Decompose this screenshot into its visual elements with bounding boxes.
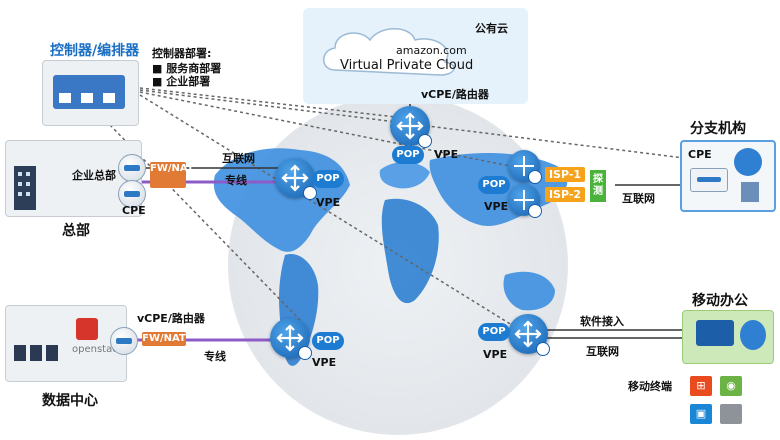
cloud-router-label: vCPE/路由器 xyxy=(421,88,489,101)
server-rack-icon xyxy=(14,345,58,361)
hq-building-icon xyxy=(14,166,36,210)
router-icon-east-top xyxy=(508,150,542,184)
enterprise-hq-label: 企业总部 xyxy=(72,169,116,182)
branch-building-icon xyxy=(741,182,759,202)
deploy-item-1: ■ 服务商部署 xyxy=(152,62,222,75)
branch-cpe-label: CPE xyxy=(688,148,712,161)
mobile-title: 移动办公 xyxy=(692,293,748,309)
windows-phone-icon: ▣ xyxy=(690,404,712,424)
branch-user-icon xyxy=(734,148,762,176)
vpe-label-southwest: VPE xyxy=(312,356,337,369)
hq-cpe-top-icon xyxy=(118,154,146,182)
vpe-label-cloud: VPE xyxy=(434,148,459,161)
mobile-user-icon xyxy=(740,320,766,350)
dc-cpe-icon xyxy=(110,327,138,355)
vpe-label-west: VPE xyxy=(316,196,341,209)
openstack-logo-icon xyxy=(76,318,98,340)
pop-badge-cloud: POP xyxy=(392,146,424,164)
mobile-internet-label: 互联网 xyxy=(586,345,619,358)
datacenter-panel xyxy=(5,305,127,382)
dc-private-line-label: 专线 xyxy=(204,350,226,363)
hq-fw-tag: FW/NAT xyxy=(150,162,194,188)
hq-title: 总部 xyxy=(62,223,90,239)
pop-badge-west: POP xyxy=(312,170,344,188)
cloud-shape xyxy=(323,28,455,76)
controller-title: 控制器/编排器 xyxy=(50,43,140,59)
router-icon-west xyxy=(275,158,317,200)
hq-internet-label: 互联网 xyxy=(222,152,255,165)
hq-private-line-label: 专线 xyxy=(225,174,247,187)
pop-badge-southeast: POP xyxy=(478,323,510,341)
apple-icon xyxy=(720,404,742,424)
hq-cpe-bottom-icon xyxy=(118,180,146,208)
windows-icon: ⊞ xyxy=(690,376,712,396)
probe-tag: 探测 xyxy=(590,170,606,202)
amazon-logo: amazon.com xyxy=(396,44,467,57)
isp-1-tag: ISP-1 xyxy=(545,167,585,182)
router-icon-cloud xyxy=(390,106,432,148)
android-icon: ◉ xyxy=(720,376,742,396)
isp-2-tag: ISP-2 xyxy=(545,187,585,202)
branch-internet-label: 互联网 xyxy=(622,192,655,205)
pop-badge-east: POP xyxy=(478,176,510,194)
datacenter-title: 数据中心 xyxy=(42,393,98,409)
deploy-item-2: ■ 企业部署 xyxy=(152,75,211,88)
controller-panel xyxy=(42,60,139,126)
router-icon-southwest xyxy=(270,318,312,360)
vpc-label: Virtual Private Cloud xyxy=(340,58,474,73)
vpe-label-southeast: VPE xyxy=(483,348,508,361)
pop-badge-southwest: POP xyxy=(312,332,344,350)
mobile-laptop-icon xyxy=(696,320,734,346)
branch-cpe-icon xyxy=(690,168,728,192)
vpe-label-east: VPE xyxy=(484,200,509,213)
deploy-title: 控制器部署: xyxy=(152,47,212,60)
hq-cpe-label: CPE xyxy=(122,204,146,217)
soft-access-label: 软件接入 xyxy=(580,315,624,328)
openstack-label: openstack xyxy=(72,344,124,355)
router-icon-east-bottom xyxy=(508,184,542,218)
mobile-terminals-label: 移动终端 xyxy=(628,380,672,393)
router-icon-southeast xyxy=(508,314,550,356)
dc-fw-tag: FW/NAT xyxy=(142,332,186,346)
dc-router-label: vCPE/路由器 xyxy=(137,312,205,325)
branch-title: 分支机构 xyxy=(690,121,746,137)
public-cloud-label: 公有云 xyxy=(475,22,508,35)
